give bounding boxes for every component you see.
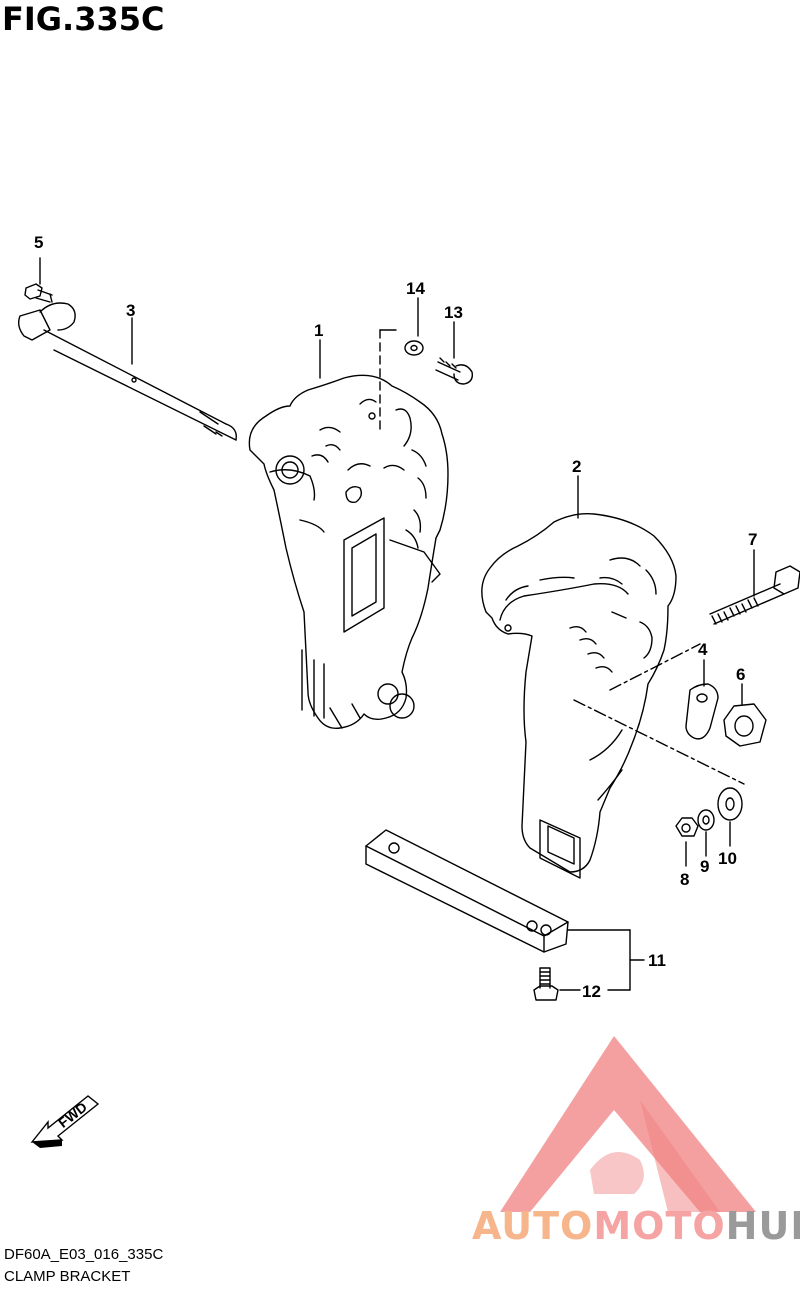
bolt-part-5 bbox=[24, 257, 53, 303]
callout-8: 8 bbox=[680, 870, 689, 889]
callout-11: 11 bbox=[648, 951, 666, 970]
plate-part-4 bbox=[685, 659, 719, 740]
watermark-brand: AUTOMOTOHUB bbox=[472, 1204, 800, 1248]
callout-2: 2 bbox=[572, 457, 581, 476]
callout-9: 9 bbox=[700, 857, 709, 876]
callout-5: 5 bbox=[34, 233, 43, 252]
callout-7: 7 bbox=[748, 530, 757, 549]
callout-3: 3 bbox=[126, 301, 135, 320]
callout-4: 4 bbox=[698, 640, 708, 659]
bolt-part-13 bbox=[435, 321, 474, 385]
brand-part-hub: HUB bbox=[725, 1204, 800, 1248]
centerline-part-2 bbox=[573, 643, 745, 785]
washer-part-14 bbox=[404, 297, 424, 356]
callout-14: 14 bbox=[406, 279, 425, 298]
callout-6: 6 bbox=[736, 665, 745, 684]
callout-labels: 1 2 3 4 5 6 7 8 9 10 11 12 13 14 bbox=[34, 233, 757, 1001]
lock-washer-part-9 bbox=[697, 809, 715, 857]
callout-10: 10 bbox=[718, 849, 737, 868]
callout-1: 1 bbox=[314, 321, 323, 340]
nut-part-6 bbox=[723, 683, 767, 747]
footer-code: DF60A_E03_016_335C bbox=[4, 1246, 164, 1263]
washer-part-10 bbox=[717, 787, 743, 847]
clamp-bracket-part-2 bbox=[481, 475, 677, 879]
shaft-part-3 bbox=[17, 302, 237, 441]
callout-12: 12 bbox=[582, 982, 601, 1001]
figure-title: FIG.335C bbox=[2, 0, 165, 38]
brand-part-moto: MOTO bbox=[593, 1204, 726, 1248]
nut-part-8 bbox=[675, 817, 699, 867]
brand-part-auto: AUTO bbox=[472, 1204, 594, 1248]
clamp-bracket-part-1 bbox=[248, 339, 449, 729]
footer-name: CLAMP BRACKET bbox=[4, 1268, 131, 1285]
plate-part-11 bbox=[365, 829, 645, 991]
fwd-arrow-icon: FWD bbox=[30, 1095, 100, 1148]
watermark-logo-icon bbox=[500, 1036, 756, 1212]
bolt-part-12 bbox=[533, 967, 631, 1001]
callout-13: 13 bbox=[444, 303, 463, 322]
bolt-part-7 bbox=[709, 549, 800, 625]
